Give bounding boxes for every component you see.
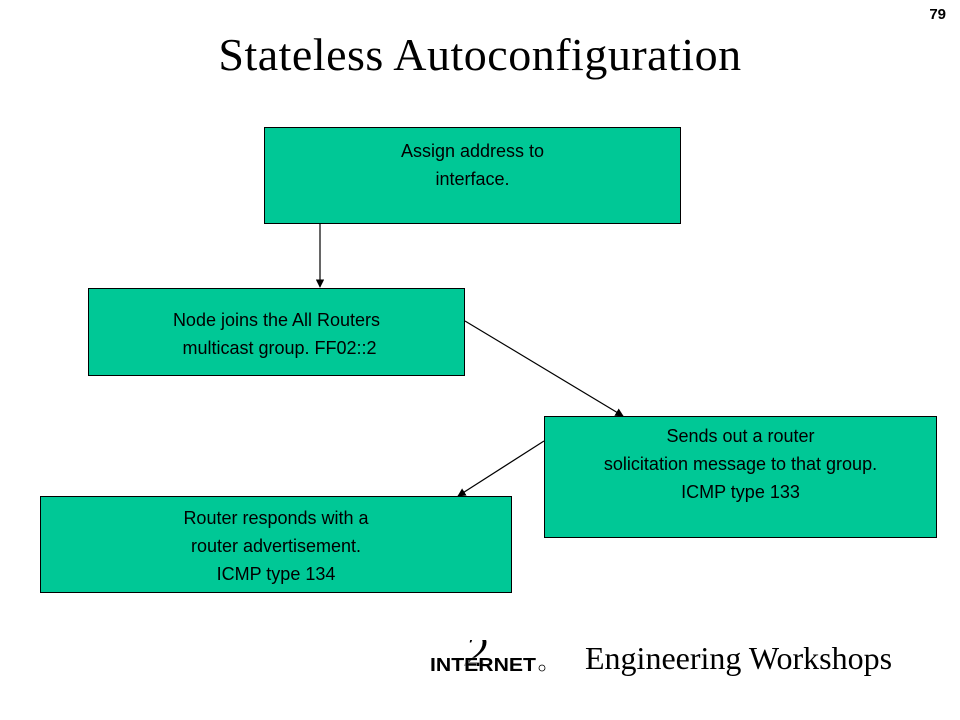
step-text-line: Assign address to bbox=[400, 141, 545, 161]
step-send-solicitation-box: Sends out a router solicitation message … bbox=[544, 416, 937, 538]
page-number: 79 bbox=[929, 6, 946, 23]
step-text-line: multicast group. FF02::2 bbox=[182, 338, 377, 358]
arrow-solicit-to-advert bbox=[457, 440, 545, 497]
step-text-line: Node joins the All Routers bbox=[172, 310, 381, 330]
internet2-logo-icon: 2 INTERNET bbox=[430, 640, 546, 676]
step-text-line: ICMP type 134 bbox=[216, 564, 336, 584]
arrow-join-to-solicit bbox=[464, 320, 624, 417]
logo-numeral: 2 bbox=[465, 640, 488, 676]
logo-text: INTERNET bbox=[430, 655, 536, 675]
slide-title: Stateless Autoconfiguration bbox=[218, 29, 742, 80]
step-assign-address-box: Assign address to interface. bbox=[264, 127, 681, 224]
step-text-line: Router responds with a bbox=[183, 508, 369, 528]
step-text-line: Sends out a router bbox=[666, 426, 815, 446]
step-text-line: solicitation message to that group. bbox=[603, 454, 878, 474]
step-text-line: interface. bbox=[435, 169, 510, 189]
step-text-line: router advertisement. bbox=[190, 536, 362, 556]
step-join-multicast-box: Node joins the All Routers multicast gro… bbox=[88, 288, 465, 376]
step-router-advertisement-box: Router responds with a router advertisem… bbox=[40, 496, 512, 593]
step-text-line: ICMP type 133 bbox=[681, 482, 800, 502]
footer-engineering-workshops: Engineering Workshops bbox=[585, 640, 893, 676]
